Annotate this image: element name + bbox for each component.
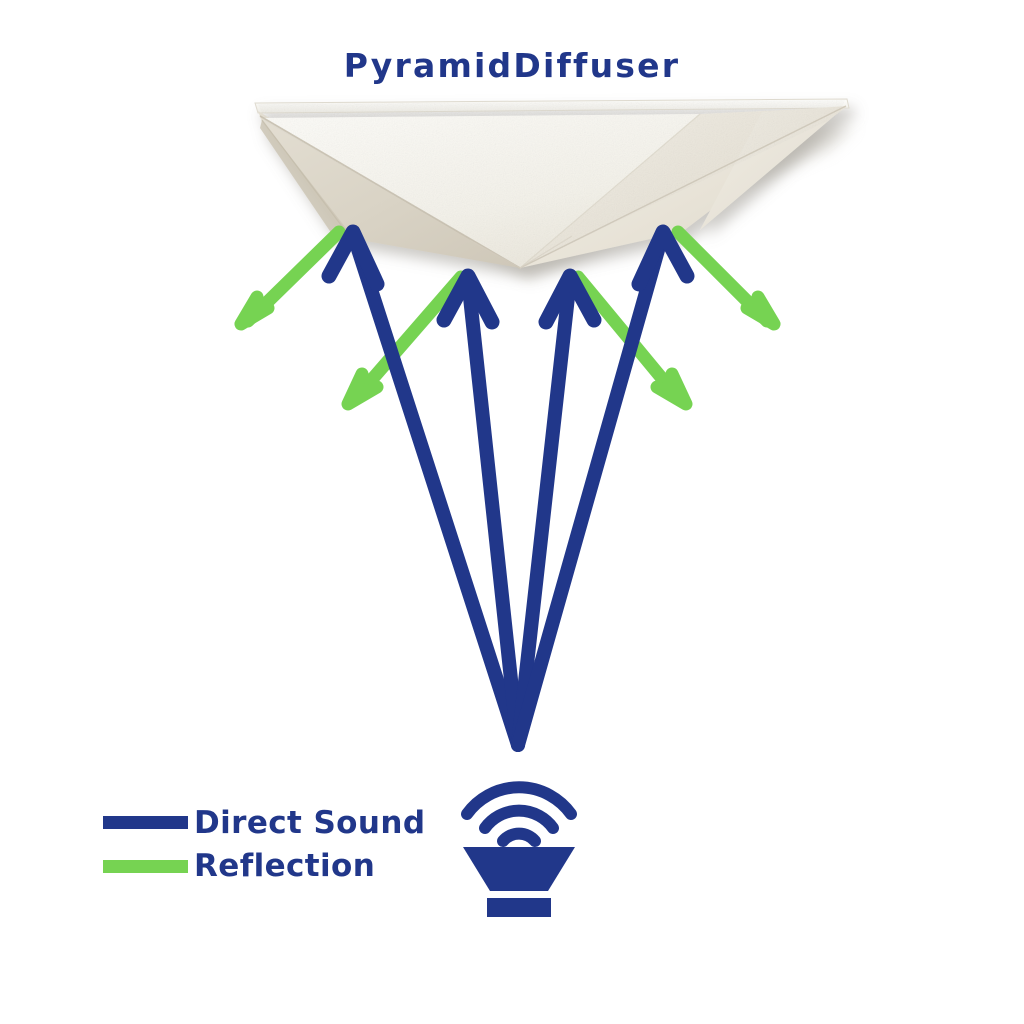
legend	[103, 816, 188, 873]
legend-swatch-direct	[103, 816, 188, 829]
direct-ray-4	[511, 224, 695, 752]
speaker-cone	[463, 847, 575, 891]
pyramid-diffuser	[254, 98, 855, 280]
reflection-ray-2	[341, 270, 468, 411]
diffuser-fold-left-inner	[261, 119, 351, 238]
legend-label-reflection: Reflection	[194, 848, 376, 884]
reflection-ray-4	[671, 225, 781, 331]
page-title: PyramidDiffuser	[343, 46, 681, 85]
speaker-wave-outer	[461, 781, 577, 820]
direct-ray-2	[436, 268, 525, 752]
direct-ray-1	[321, 224, 525, 752]
reflection-ray-1	[234, 225, 346, 331]
legend-label-direct-sound: Direct Sound	[194, 805, 426, 841]
diffuser-facet-far-right	[700, 106, 846, 230]
reflection-rays	[234, 225, 781, 411]
speaker-base	[487, 898, 551, 917]
speaker-icon	[461, 781, 577, 917]
direct-sound-rays	[321, 224, 695, 752]
direct-ray-3	[511, 268, 602, 752]
speaker-wave-middle	[479, 804, 559, 834]
speaker-waves	[461, 781, 577, 847]
speaker-wave-inner	[497, 827, 541, 847]
legend-swatch-reflection	[103, 860, 188, 873]
